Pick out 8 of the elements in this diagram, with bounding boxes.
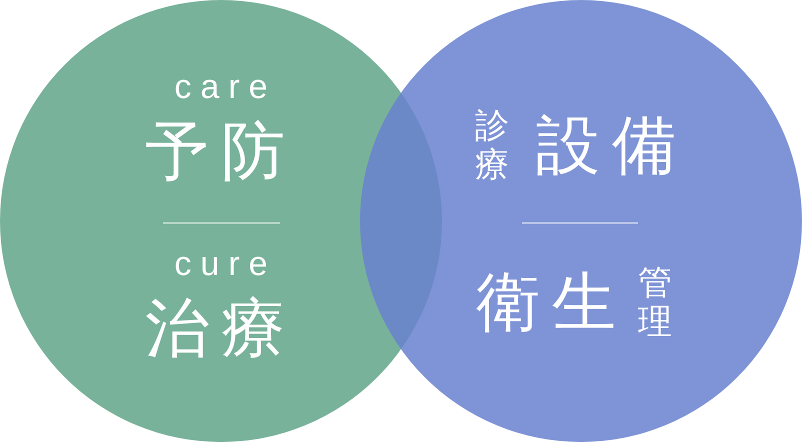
heading-text: 治療 bbox=[144, 297, 297, 361]
heading-text: 設備 bbox=[535, 114, 688, 178]
stacked-text: 診療 bbox=[475, 106, 509, 186]
stacked-text: 管理 bbox=[638, 264, 672, 342]
heading-text: 予防 bbox=[144, 120, 297, 184]
heading-text: 衛生 bbox=[475, 271, 628, 335]
subtitle-text: cure bbox=[173, 247, 277, 281]
subtitle-text: care bbox=[173, 70, 277, 104]
